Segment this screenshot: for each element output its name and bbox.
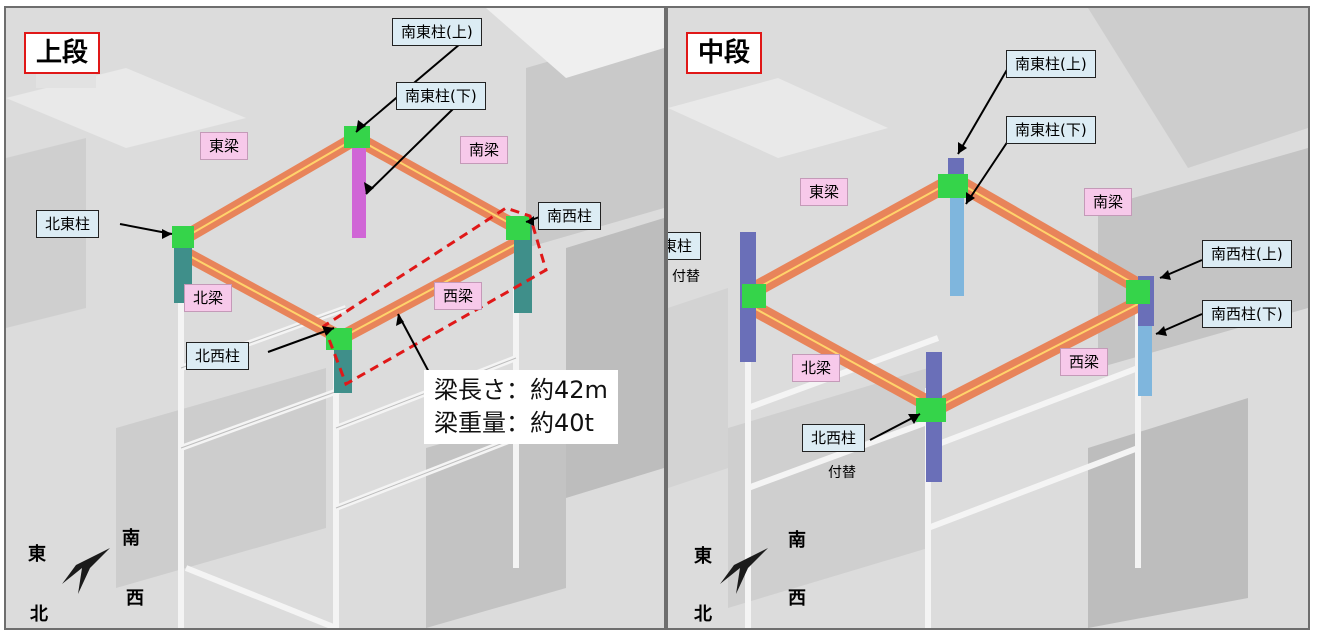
middle-label-sw-col-lower: 南西柱(下)	[1202, 300, 1292, 328]
middle-label-nw-col-sub: 付替	[828, 465, 856, 481]
middle-label-west-beam: 西梁	[1060, 348, 1109, 376]
upper-compass-icon	[62, 548, 110, 594]
upper-beam-length: 梁長さ：約42m	[434, 376, 608, 404]
middle-compass-south: 南	[788, 530, 806, 551]
upper-label-nw-col: 北西柱	[186, 342, 250, 370]
middle-title: 中段	[686, 32, 763, 74]
upper-label-sw-col: 南西柱	[538, 202, 602, 230]
middle-label-se-col-lower: 南東柱(下)	[1006, 116, 1096, 144]
middle-label-east-beam: 東梁	[800, 178, 849, 206]
middle-label-ne-col: 北東柱	[668, 232, 702, 260]
middle-label-nw-col: 北西柱	[802, 424, 866, 452]
upper-label-ne-col: 北東柱	[36, 210, 100, 238]
middle-structure-drawing	[668, 8, 1308, 628]
middle-compass-west: 西	[788, 588, 806, 609]
middle-label-north-beam: 北梁	[792, 354, 841, 382]
upper-compass-south: 南	[122, 528, 140, 549]
middle-label-se-col-upper: 南東柱(上)	[1006, 50, 1096, 78]
upper-label-east-beam: 東梁	[200, 132, 249, 160]
upper-panel: 上段 南東柱(上) 南東柱(下) 東梁 南梁 北東柱 南西柱 北梁 西梁 北西柱…	[4, 6, 666, 630]
middle-panel: 中段 南東柱(上) 南東柱(下) 東梁 南梁 北東柱 付替 南西柱(上) 南西柱…	[666, 6, 1310, 630]
middle-label-sw-col-upper: 南西柱(上)	[1202, 240, 1292, 268]
middle-compass-east: 東	[694, 546, 712, 567]
upper-label-north-beam: 北梁	[184, 284, 233, 312]
middle-compass-north: 北	[694, 604, 712, 625]
upper-structure-drawing	[6, 8, 664, 628]
upper-title: 上段	[24, 32, 101, 74]
upper-label-se-col-lower: 南東柱(下)	[396, 82, 486, 110]
upper-compass-west: 西	[126, 588, 144, 609]
upper-beam-spec: 梁長さ：約42m 梁重量：約40t	[424, 370, 618, 444]
upper-compass-north: 北	[30, 604, 48, 625]
middle-label-south-beam: 南梁	[1084, 188, 1133, 216]
upper-beam-weight: 梁重量：約40t	[434, 409, 594, 437]
middle-compass-icon	[720, 548, 768, 594]
upper-label-west-beam: 西梁	[434, 282, 483, 310]
upper-label-south-beam: 南梁	[460, 136, 509, 164]
upper-compass-east: 東	[28, 544, 46, 565]
middle-label-ne-col-sub: 付替	[672, 269, 700, 285]
upper-label-se-col-upper: 南東柱(上)	[392, 18, 482, 46]
